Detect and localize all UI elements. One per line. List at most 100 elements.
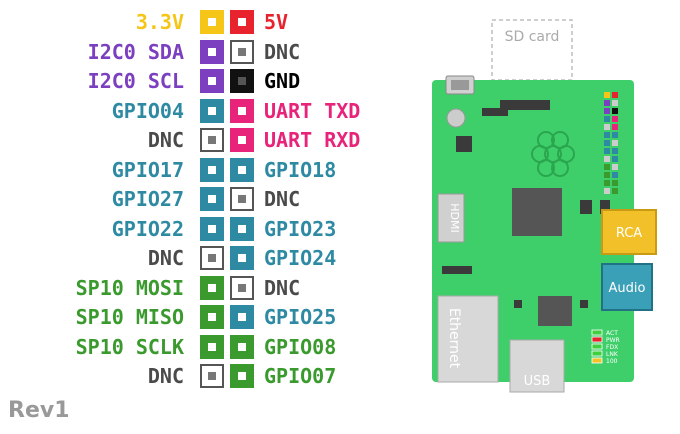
- mini-pin: [612, 180, 618, 186]
- pin-row: DNC UART RXD: [0, 126, 360, 154]
- pin-square-left: [200, 305, 224, 329]
- mini-pin: [604, 172, 610, 178]
- pin-square-right: [230, 334, 254, 359]
- pin-label-left: DNC: [147, 246, 184, 270]
- pin-square-right: [230, 275, 254, 300]
- led-lnk: [591, 350, 603, 357]
- usb-port: [509, 339, 565, 393]
- pin-label-right: GPIO25: [264, 305, 337, 329]
- pin-row: GPIO27 DNC: [0, 185, 360, 213]
- pin-dot: [238, 77, 246, 85]
- led-100: [591, 357, 603, 364]
- pin-dot: [208, 165, 216, 174]
- pin-dot: [208, 372, 216, 380]
- mini-pin: [612, 172, 618, 178]
- pin-label-right: DNC: [264, 39, 301, 64]
- pin-row: DNC GPIO24: [0, 244, 360, 272]
- led-label: ACT: [606, 330, 618, 337]
- pin-dot: [238, 136, 246, 144]
- mini-pin: [612, 188, 618, 194]
- pin-dot: [238, 372, 246, 380]
- pin-dot: [208, 224, 216, 233]
- pin-dot: [238, 254, 246, 262]
- pin-square-right: [230, 39, 254, 64]
- pin-label-left: GPIO27: [111, 187, 184, 211]
- pin-square-right: [230, 364, 254, 388]
- pin-dot: [208, 283, 216, 292]
- pin-dot: [208, 18, 216, 26]
- mini-pin: [612, 164, 618, 170]
- mini-pin: [612, 124, 618, 130]
- pin-label-left: DNC: [147, 128, 184, 152]
- pin-label-right: GND: [264, 69, 301, 93]
- pin-square-right: [230, 187, 254, 211]
- hdmi-port: [437, 193, 465, 243]
- pin-square-left: [200, 69, 224, 93]
- pin-dot: [208, 254, 216, 262]
- led-pwr: [591, 336, 603, 343]
- mini-pin: [612, 140, 618, 146]
- led-label: LNK: [606, 351, 619, 358]
- pin-dot: [208, 195, 216, 203]
- led-label: PWR: [606, 337, 620, 344]
- pin-square-right: [230, 305, 254, 329]
- pin-square-right: [230, 216, 254, 241]
- mini-pin: [612, 148, 618, 154]
- pin-label-left: GPIO22: [111, 216, 184, 241]
- pin-square-left: [200, 98, 224, 123]
- pin-dot: [208, 313, 216, 321]
- mini-pin: [604, 156, 610, 162]
- pin-label-right: DNC: [264, 187, 301, 211]
- led-fdx: [591, 343, 603, 350]
- pin-dot: [208, 136, 216, 144]
- pin-label-right: DNC: [264, 275, 301, 300]
- pin-square-left: [200, 246, 224, 270]
- raspberry-pi-board: SD card HDMI RCA Audio Ethernet USB ACTP…: [432, 19, 657, 393]
- pin-label-left: 3.3V: [135, 10, 184, 34]
- pin-square-left: [200, 275, 224, 300]
- pin-label-left: SP10 MOSI: [75, 275, 184, 300]
- mini-pin: [612, 100, 618, 106]
- mini-pin: [604, 108, 610, 114]
- mini-pin: [612, 92, 618, 98]
- pin-dot: [238, 18, 246, 26]
- pin-square-left: [200, 10, 224, 34]
- pin-dot: [208, 106, 216, 115]
- mini-pin: [604, 124, 610, 130]
- pin-dot: [208, 47, 216, 56]
- pin-label-right: GPIO24: [264, 246, 337, 270]
- pin-dot: [238, 342, 246, 351]
- pin-square-right: [230, 69, 254, 93]
- revision-label: Rev1: [8, 398, 70, 423]
- pin-label-right: GPIO08: [264, 334, 337, 359]
- pin-label-left: GPIO04: [111, 98, 184, 123]
- soc-chip: [512, 188, 562, 236]
- pin-label-left: GPIO17: [111, 157, 184, 182]
- pin-dot: [238, 47, 246, 56]
- mini-pin: [604, 140, 610, 146]
- pin-square-right: [230, 10, 254, 34]
- led-act: [591, 329, 603, 336]
- pin-label-right: UART RXD: [264, 128, 361, 152]
- pin-dot: [238, 106, 246, 115]
- pin-square-left: [200, 216, 224, 241]
- pin-square-left: [200, 187, 224, 211]
- pin-dot: [208, 77, 216, 85]
- pin-label-right: GPIO07: [264, 364, 337, 388]
- pin-square-left: [200, 157, 224, 182]
- raspberry-logo-icon: [531, 131, 575, 177]
- ethernet-label: Ethernet: [446, 308, 462, 369]
- pin-row: SP10 MOSI DNC: [0, 274, 360, 302]
- mini-pin: [604, 148, 610, 154]
- pin-label-left: I2C0 SDA: [87, 39, 184, 64]
- pin-dot: [238, 165, 246, 174]
- pin-square-right: [230, 157, 254, 182]
- pin-square-right: [230, 246, 254, 270]
- pin-dot: [238, 313, 246, 321]
